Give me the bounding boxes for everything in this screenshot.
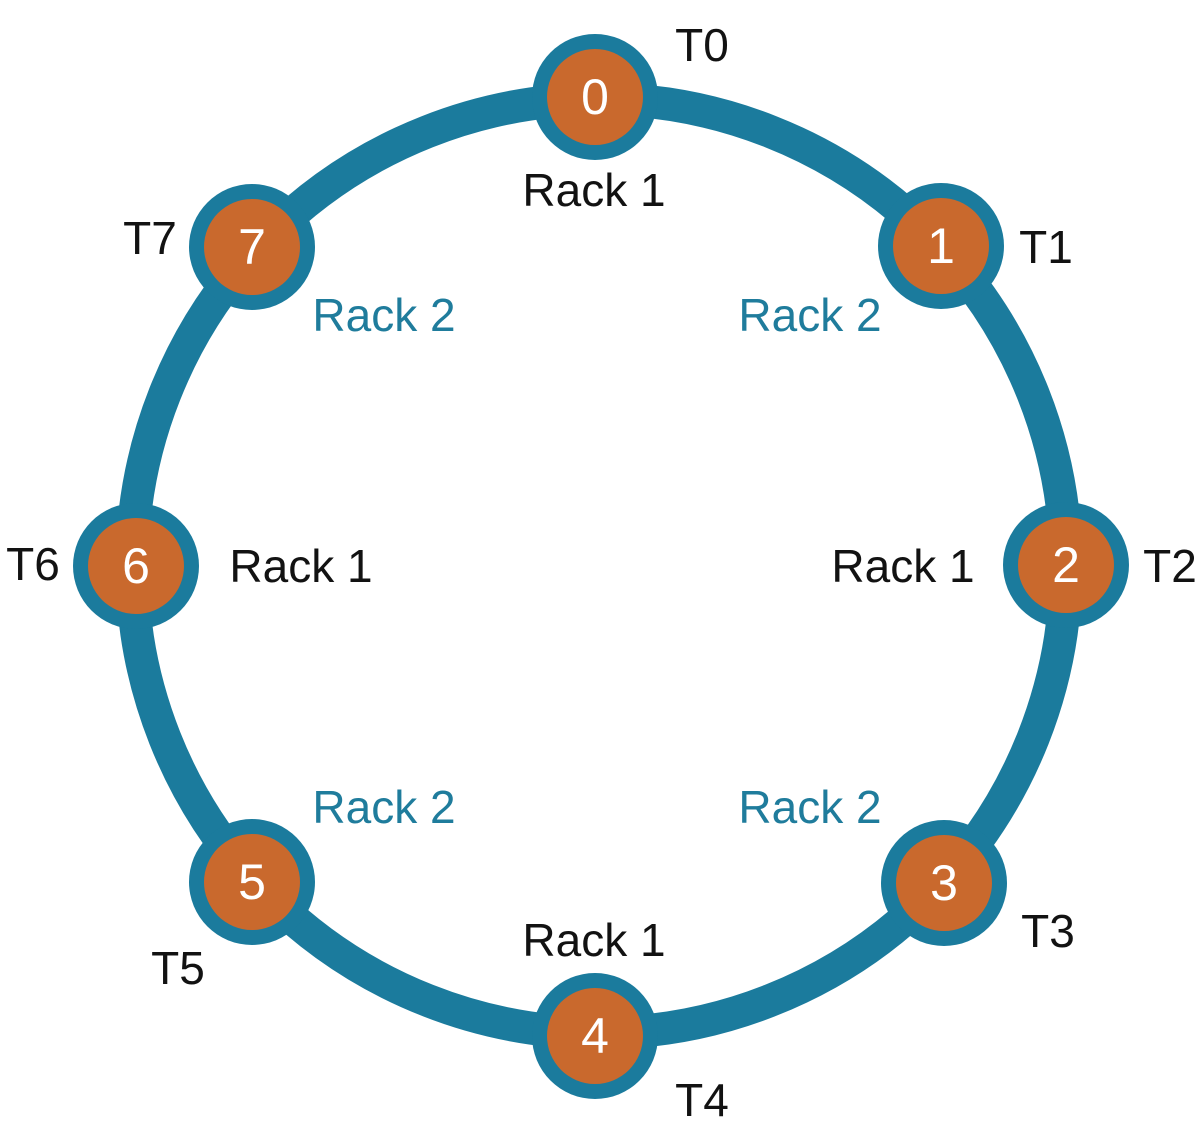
node-6-label: 6 (122, 538, 150, 594)
node-5: 5 (189, 819, 315, 945)
node-4: 4 (532, 973, 658, 1099)
node-4-circle (547, 988, 643, 1084)
node-0: 0 (532, 34, 658, 160)
node-4-label: 4 (581, 1008, 609, 1064)
node-3-label: 3 (930, 855, 958, 911)
node-5-label: 5 (238, 854, 266, 910)
t-label-3: T3 (1021, 905, 1075, 957)
node-0-circle (547, 49, 643, 145)
rack-label-2: Rack 1 (831, 540, 974, 592)
node-0-label: 0 (581, 69, 609, 125)
rack-label-0: Rack 1 (522, 164, 665, 216)
node-7-label: 7 (238, 219, 266, 275)
rack-label-3: Rack 2 (738, 781, 881, 833)
node-2-circle (1018, 517, 1114, 613)
node-1: 1 (878, 183, 1004, 309)
node-3: 3 (881, 820, 1007, 946)
rack-label-4: Rack 1 (522, 914, 665, 966)
t-label-6: T6 (6, 538, 60, 590)
rack-label-5: Rack 2 (312, 781, 455, 833)
t-label-0: T0 (675, 19, 729, 71)
t-label-2: T2 (1143, 540, 1197, 592)
rack-label-6: Rack 1 (229, 540, 372, 592)
node-7-circle (204, 199, 300, 295)
t-label-5: T5 (151, 942, 205, 994)
node-6: 6 (73, 503, 199, 629)
node-3-circle (896, 835, 992, 931)
node-5-circle (204, 834, 300, 930)
rack-label-7: Rack 2 (312, 289, 455, 341)
rack-label-1: Rack 2 (738, 289, 881, 341)
t-label-1: T1 (1019, 221, 1073, 273)
node-1-circle (893, 198, 989, 294)
node-2-label: 2 (1052, 537, 1080, 593)
node-7: 7 (189, 184, 315, 310)
t-label-4: T4 (675, 1074, 729, 1126)
node-1-label: 1 (927, 218, 955, 274)
t-label-7: T7 (123, 212, 177, 264)
node-6-circle (88, 518, 184, 614)
node-2: 2 (1003, 502, 1129, 628)
